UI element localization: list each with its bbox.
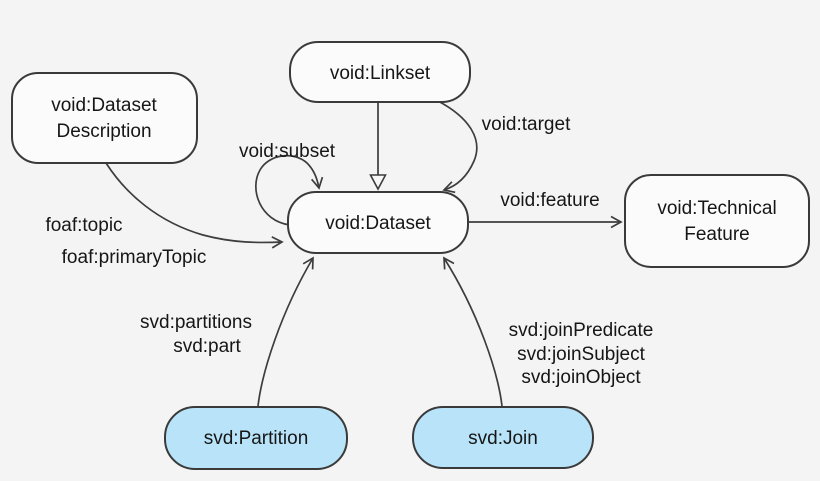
edge-label-feature: void:feature [500, 190, 599, 211]
node-void-dataset: void:Dataset [287, 191, 469, 254]
edge-label-subset: void:subset [239, 141, 336, 162]
edge-partitions-partition-to-dataset [257, 256, 314, 407]
node-void-dataset-description-box [11, 72, 198, 164]
node-void-technical-feature-label-line2: Feature [684, 224, 749, 245]
edge-label-svd-partitions: svd:partitions [140, 312, 252, 333]
node-void-dataset-box [287, 191, 469, 254]
node-svd-partition: svd:Partition [164, 406, 348, 470]
edge-label-svd-join-subject: svd:joinSubject [517, 344, 646, 365]
edge-join-properties-join-to-dataset [443, 256, 503, 407]
edge-label-svd-part: svd:part [173, 336, 241, 357]
node-svd-partition-box [164, 406, 348, 470]
node-void-linkset: void:Linkset [289, 41, 471, 103]
node-void-dataset-description-label-line2: Description [56, 121, 151, 142]
node-void-linkset-box [289, 41, 471, 103]
node-void-technical-feature-box [624, 174, 810, 268]
node-void-linkset-label: void:Linkset [330, 63, 431, 84]
edge-target-linkset-to-dataset [437, 100, 478, 194]
node-void-technical-feature-label-line1: void:Technical [657, 198, 776, 219]
edge-label-foaf-primary-topic: foaf:primaryTopic [62, 247, 207, 268]
edge-label-foaf-topic: foaf:topic [45, 215, 122, 236]
edge-topic-description-to-dataset [105, 162, 284, 249]
edge-label-svd-join-object: svd:joinObject [521, 367, 641, 388]
edge-label-svd-join-predicate: svd:joinPredicate [509, 320, 654, 341]
node-void-technical-feature: void:Technical Feature [624, 174, 810, 268]
node-svd-join-label: svd:Join [468, 428, 538, 449]
node-void-dataset-label: void:Dataset [325, 213, 431, 234]
edge-label-target: void:target [482, 114, 571, 135]
node-svd-join: svd:Join [412, 406, 594, 469]
node-void-dataset-description: void:Dataset Description [11, 72, 198, 164]
node-svd-join-box [412, 406, 594, 469]
edge-subset-self-loop [255, 154, 324, 226]
node-svd-partition-label: svd:Partition [204, 428, 309, 449]
node-void-dataset-description-label-line1: void:Dataset [51, 95, 157, 116]
